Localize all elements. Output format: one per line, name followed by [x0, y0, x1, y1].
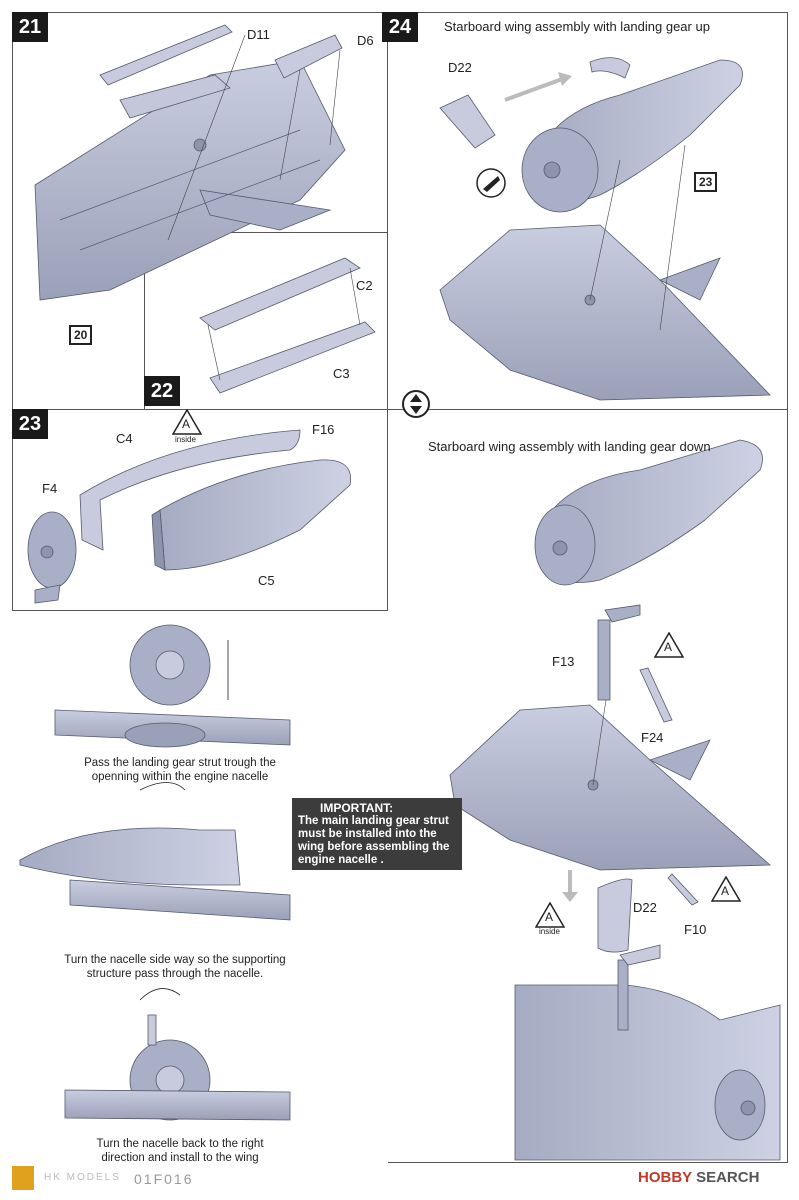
step-number-24: 24: [382, 12, 418, 42]
step24-gear-strut: [597, 604, 641, 701]
step22-frame: [144, 232, 388, 410]
step23-part-f4: [27, 511, 77, 604]
step24-detail-closeup: [514, 944, 781, 1161]
part-label-c2: C2: [356, 278, 373, 293]
caption-step-3: Turn the nacelle back to the right direc…: [96, 1138, 264, 1164]
step21-part-d11: [99, 24, 233, 86]
watermark-part-a: HOBBY: [638, 1169, 692, 1186]
step24-nacelle-down: [534, 439, 763, 586]
part-label-c3: C3: [333, 366, 350, 381]
note-a-sub-d22: inside: [539, 927, 560, 936]
step24-title-up: Starboard wing assembly with landing gea…: [444, 19, 710, 34]
step23-part-c4: [79, 429, 301, 551]
part-label-c4: C4: [116, 431, 133, 446]
footer-brand: HK MODELS: [44, 1172, 121, 1183]
step24-part-d22: [439, 94, 496, 149]
step24-title-down: Starboard wing assembly with landing gea…: [428, 439, 711, 454]
step22-parts: [199, 257, 376, 394]
note-a-letter-f13: A: [664, 640, 673, 654]
step-number-23: 23: [12, 409, 48, 439]
step24-wing-down: [449, 704, 772, 871]
note-a-letter-step23: A: [182, 417, 191, 431]
part-label-d6: D6: [357, 33, 374, 48]
important-body: The main landing gear strut must be inst…: [298, 815, 450, 866]
note-a-triangle-f13: [654, 632, 684, 658]
hobbysearch-watermark: HOBBY SEARCH: [638, 1169, 759, 1186]
step23-frame: [12, 409, 388, 611]
part-label-f10: F10: [684, 922, 707, 937]
step-number-21: 21: [12, 12, 48, 42]
step21-wing: [34, 59, 346, 301]
note-a-triangle-step23: [172, 409, 202, 435]
note-a-sub-step23: inside: [175, 435, 196, 444]
step-number-22: 22: [144, 376, 180, 406]
footer-code: 01F016: [134, 1171, 194, 1187]
important-note: IMPORTANT: The main landing gear strut m…: [292, 798, 462, 870]
step24b-frame: [388, 409, 788, 1163]
step24-part-f10: [667, 873, 699, 906]
part-label-f24: F24: [641, 730, 664, 745]
note-a-triangle-d22: [535, 902, 565, 928]
part-label-f13: F13: [552, 654, 575, 669]
part-label-d22-down: D22: [633, 900, 657, 915]
caption-step-1: Pass the landing gear strut trough the o…: [84, 757, 276, 783]
seq1: [54, 624, 291, 748]
ref-box-23: 23: [694, 172, 718, 192]
rotate-direction-icon: [402, 390, 430, 418]
step23-part-c5: [151, 459, 352, 571]
hk-logo: [12, 1166, 34, 1190]
step24-part-f24: [639, 667, 673, 723]
step24-nacelle-up: [521, 57, 743, 213]
cut-icon: [476, 168, 506, 198]
seq2: [19, 827, 291, 921]
important-title: IMPORTANT:: [320, 801, 394, 815]
part-label-f16: F16: [312, 422, 335, 437]
ref-box-20: 20: [69, 325, 93, 345]
part-label-d22: D22: [448, 60, 472, 75]
seq3: [64, 1014, 291, 1121]
note-a-letter-d22: A: [545, 910, 554, 924]
step24-part-d22-down: [597, 878, 633, 953]
step24-wing-up: [439, 224, 771, 401]
note-a-letter-f10: A: [721, 884, 730, 898]
part-label-d11: D11: [247, 27, 270, 42]
caption-step-2: Turn the nacelle side way so the support…: [64, 954, 286, 980]
arrow-icon: [504, 76, 566, 102]
part-label-f4: F4: [42, 481, 58, 496]
part-label-c5: C5: [258, 573, 275, 588]
note-a-triangle-f10: [711, 876, 741, 902]
watermark-part-b: SEARCH: [696, 1169, 760, 1186]
step21-part-d6: [274, 34, 343, 79]
